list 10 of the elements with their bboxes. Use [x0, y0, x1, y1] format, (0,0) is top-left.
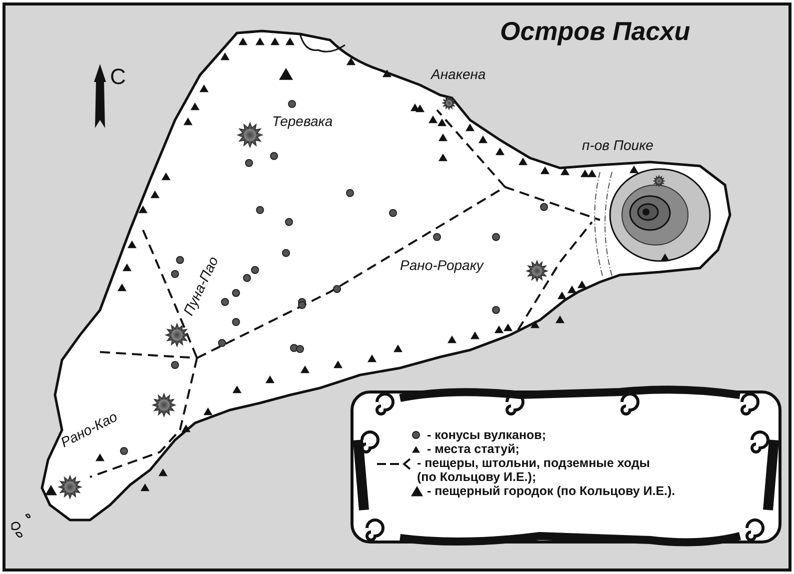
legend-text: - пещеры, штольни, подземные ходы (по Кольцову И.Е.);: [417, 456, 651, 484]
legend-text: - конусы вулканов;: [427, 428, 547, 442]
place-name: п-ов Поике: [582, 137, 654, 153]
place-name: Теревака: [272, 113, 333, 129]
place-name: Анакена: [431, 66, 486, 82]
legend-text: - пещерный городок (по Кольцову И.Е.).: [427, 484, 676, 498]
compass-letter: С: [110, 64, 126, 90]
map-title: Остров Пасхи: [500, 16, 690, 47]
place-name: Рано-Рораку: [400, 257, 484, 273]
legend-text: - места статуй;: [427, 442, 520, 456]
